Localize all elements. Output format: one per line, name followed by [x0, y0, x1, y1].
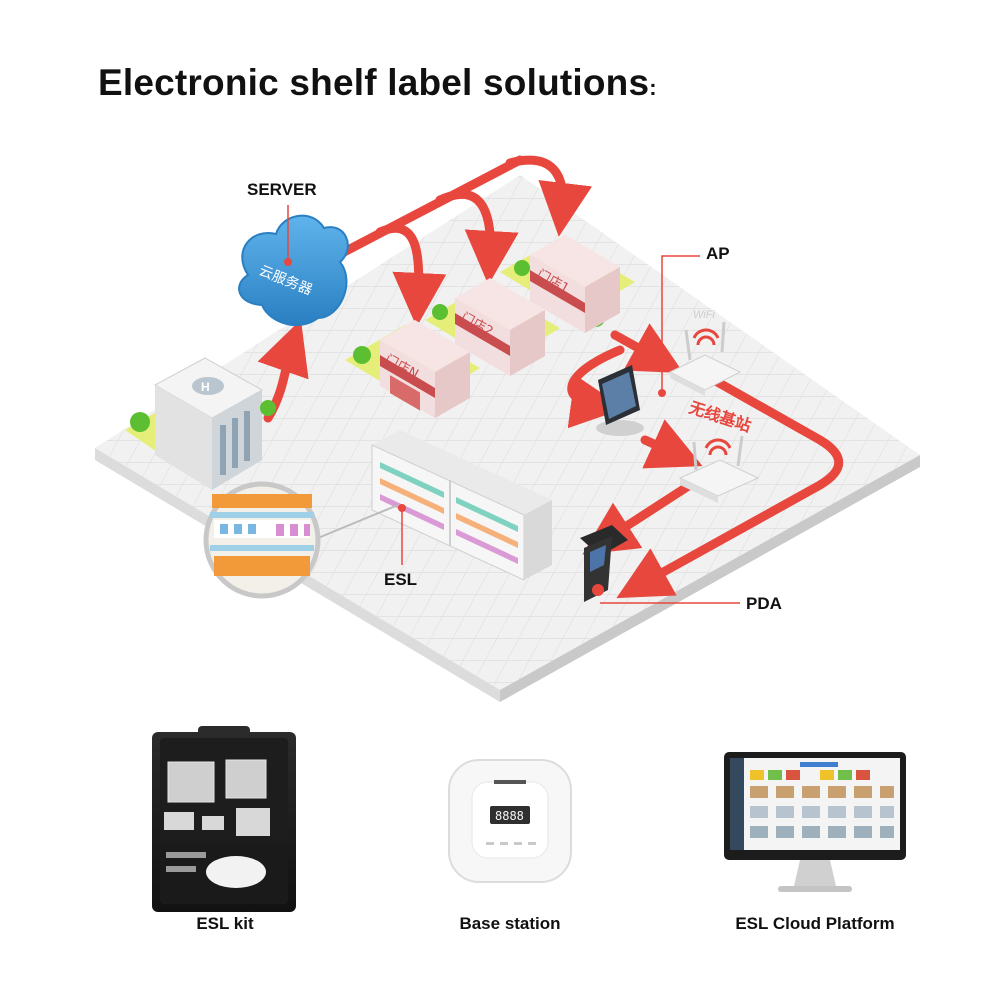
arrow-to-store-n — [375, 223, 447, 327]
store-shelves — [371, 430, 552, 581]
store-1: 门店1 — [530, 235, 620, 333]
pda-device — [580, 525, 628, 602]
connection-arrows — [257, 155, 844, 599]
label-ap: AP — [706, 244, 730, 263]
arrow-base-to-pda — [582, 480, 695, 555]
arrow-to-store-1 — [505, 155, 593, 237]
base-station-display: 8888 — [495, 809, 524, 823]
cloud-server: 云服务器 — [238, 214, 349, 327]
label-server: SERVER — [247, 180, 317, 199]
page-title-text: Electronic shelf label solutions — [98, 62, 650, 103]
caption-cloud-platform: ESL Cloud Platform — [735, 914, 895, 933]
arrow-cloud-trunk — [320, 155, 525, 267]
esl-magnifier — [203, 481, 399, 599]
page-title-colon: : — [649, 75, 657, 100]
arrow-to-store-2 — [435, 189, 519, 285]
svg-text:H: H — [201, 380, 210, 394]
store-2: 门店2 — [455, 278, 545, 376]
arrow-ap-to-pda — [616, 370, 844, 599]
caption-esl-kit: ESL kit — [196, 914, 254, 933]
store-n: 门店N — [380, 320, 470, 418]
headquarters-building: H — [153, 357, 264, 490]
arrow-pc-to-base — [640, 419, 703, 469]
callout-lines — [284, 205, 740, 604]
pc-monitor — [596, 365, 644, 436]
wifi-text: WiFi — [693, 309, 715, 321]
page-title: Electronic shelf label solutions: — [98, 62, 657, 104]
esl-kit-image — [152, 726, 296, 912]
arrow-store-to-ap — [610, 323, 684, 374]
arrow-store-to-pc — [567, 345, 625, 429]
ap-router: WiFi — [668, 309, 742, 396]
caption-base-station: Base station — [459, 914, 561, 933]
label-esl: ESL — [384, 570, 418, 589]
base-station-image: 8888 — [448, 759, 572, 883]
cloud-platform-image — [724, 752, 906, 892]
label-pda: PDA — [746, 594, 782, 613]
